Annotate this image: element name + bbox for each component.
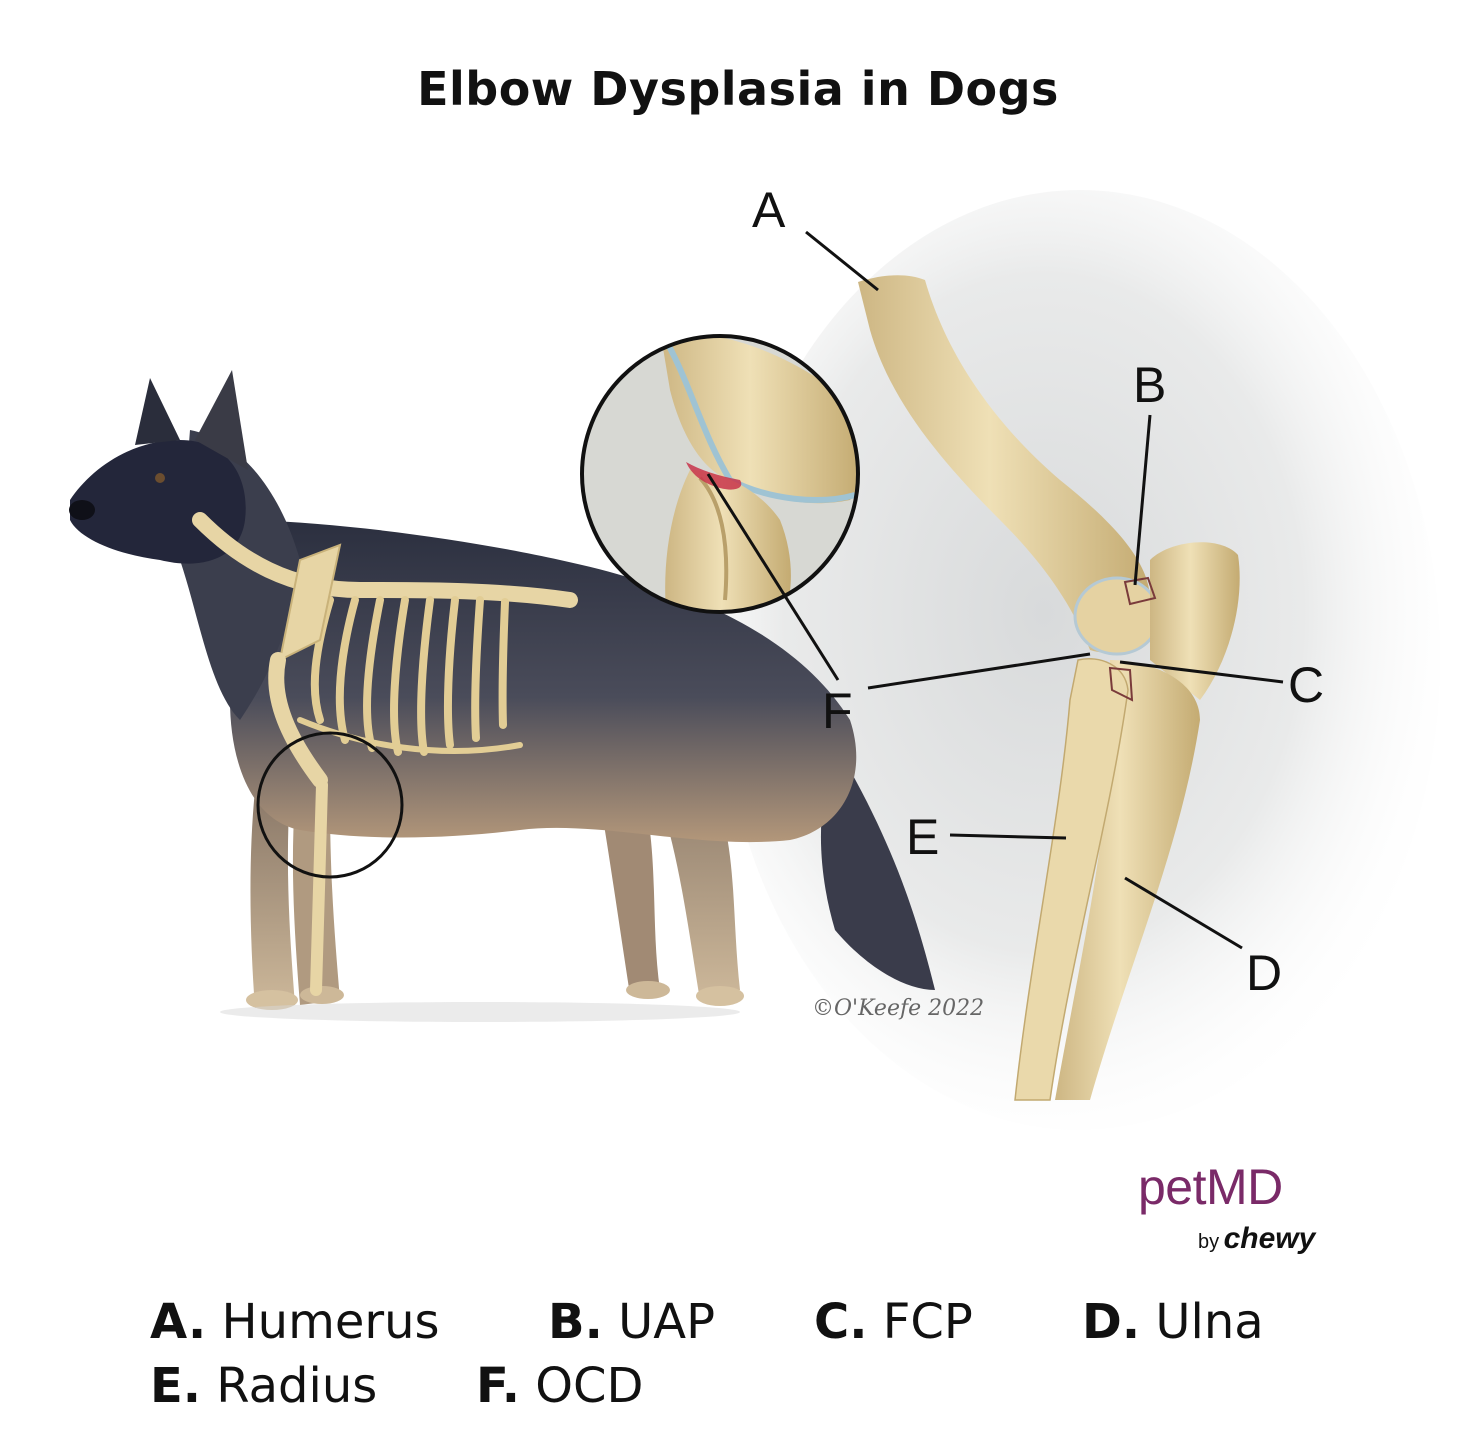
spine xyxy=(192,512,578,608)
callout-d: D xyxy=(1246,945,1283,1001)
dog-paw xyxy=(696,986,744,1006)
legend-letter: A. xyxy=(150,1294,207,1350)
dog-front-leg xyxy=(250,790,295,1008)
callout-f: F xyxy=(822,683,853,739)
leader-lines xyxy=(706,230,1284,950)
legend-label: UAP xyxy=(618,1294,716,1350)
dog-tail xyxy=(820,770,935,990)
legend-label: Ulna xyxy=(1155,1294,1264,1350)
brand-name: petMD xyxy=(1138,1159,1283,1215)
legend: A. Humerus B. UAP C. FCP D. Ulna E. Radi… xyxy=(150,1290,1264,1418)
leader-a xyxy=(805,230,879,292)
dog-eye xyxy=(155,473,165,483)
scapula xyxy=(278,543,342,662)
artist-signature: ©O'Keefe 2022 xyxy=(812,996,985,1021)
dog-forearm xyxy=(310,779,328,996)
uap-defect xyxy=(1123,576,1157,606)
page-title: Elbow Dysplasia in Dogs xyxy=(417,62,1059,116)
dog-ear-left xyxy=(135,378,180,445)
legend-letter: E. xyxy=(150,1358,202,1414)
dog-paw xyxy=(246,990,298,1010)
legend-label: Humerus xyxy=(221,1294,440,1350)
leader-f-zoom xyxy=(706,473,840,681)
legend-item-humerus: A. Humerus xyxy=(150,1294,548,1350)
elbow-highlight-circle xyxy=(256,731,404,879)
legend-letter: F. xyxy=(476,1358,520,1414)
dog-humerus xyxy=(268,652,328,788)
fcp-defect xyxy=(1108,666,1134,702)
brand-by: by xyxy=(1198,1231,1220,1253)
legend-item-fcp: C. FCP xyxy=(814,1294,1082,1350)
brand-logo: petMD by chewy xyxy=(1138,1162,1338,1254)
humerus-bone xyxy=(858,275,1150,653)
leader-d xyxy=(1124,876,1243,950)
legend-letter: D. xyxy=(1082,1294,1141,1350)
leader-e xyxy=(949,833,1067,840)
legend-row: A. Humerus B. UAP C. FCP D. Ulna xyxy=(150,1290,1264,1354)
legend-label: Radius xyxy=(216,1358,378,1414)
olecranon xyxy=(1150,542,1240,700)
brand-company: chewy xyxy=(1223,1222,1316,1255)
legend-item-uap: B. UAP xyxy=(548,1294,814,1350)
dog-skeleton xyxy=(192,512,578,996)
legend-item-ulna: D. Ulna xyxy=(1082,1294,1264,1350)
callout-a: A xyxy=(752,182,786,238)
callout-b: B xyxy=(1133,357,1167,413)
dog-ground-shadow xyxy=(220,1002,740,1022)
brand-tagline: by chewy xyxy=(1198,1224,1338,1254)
leader-b xyxy=(1133,414,1152,586)
legend-row: E. Radius F. OCD xyxy=(150,1354,1264,1418)
dog-ear-right xyxy=(195,370,248,470)
legend-label: FCP xyxy=(882,1294,973,1350)
callout-e: E xyxy=(906,809,940,865)
dog-paw xyxy=(626,981,670,999)
callout-c: C xyxy=(1288,657,1325,713)
dog-nose xyxy=(69,500,95,520)
ocd-defect xyxy=(686,462,742,490)
legend-item-radius: E. Radius xyxy=(150,1358,476,1414)
legend-item-ocd: F. OCD xyxy=(476,1358,644,1414)
leader-c xyxy=(1119,660,1284,684)
legend-letter: B. xyxy=(548,1294,603,1350)
zoom-inset xyxy=(580,334,860,614)
leader-f-bone xyxy=(867,652,1091,690)
radius-bone xyxy=(1014,658,1129,1101)
sternum xyxy=(297,717,523,754)
legend-letter: C. xyxy=(814,1294,868,1350)
legend-label: OCD xyxy=(535,1358,644,1414)
humeral-condyle xyxy=(1073,576,1161,656)
